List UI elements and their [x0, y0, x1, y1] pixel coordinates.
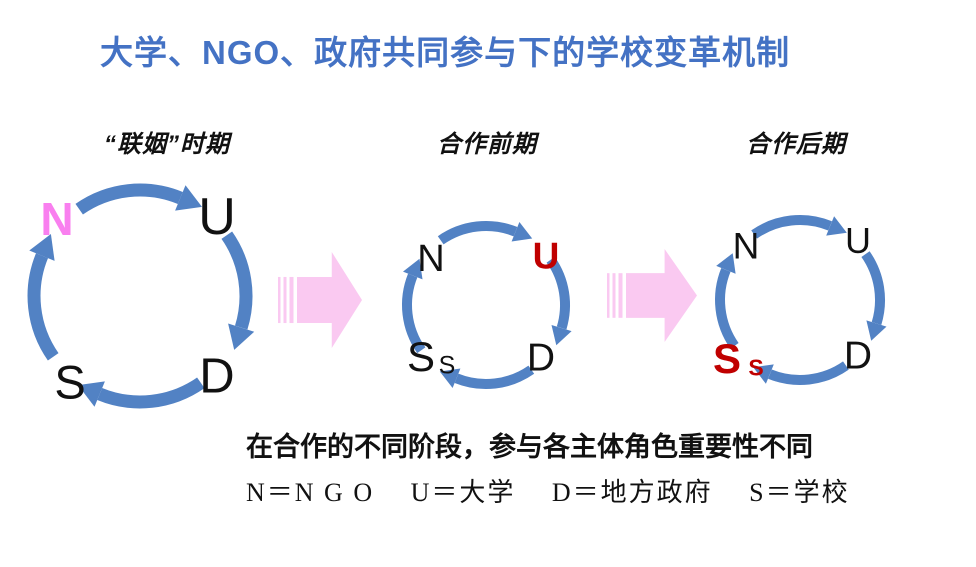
- cycle-arrow-left-phase1: [27, 253, 59, 361]
- transition-arrow-2-stripe-1: [607, 273, 610, 318]
- transition-arrow-1-stripe-3: [289, 276, 294, 324]
- transition-arrow-2-stripe-2: [612, 273, 616, 318]
- cycle-arrow-top-phase3: [751, 215, 832, 239]
- transition-arrow-2: [607, 249, 697, 342]
- phase-label-marriage-period: “联姻”时期: [104, 131, 230, 158]
- node-letter-university-phase3: U: [845, 220, 871, 261]
- caption-text: 在合作的不同阶段，参与各主体角色重要性不同: [246, 432, 813, 462]
- phase-label-early-cooperation: 合作前期: [437, 131, 537, 158]
- node-letter-government-phase2: D: [526, 336, 556, 380]
- node-letter-school-phase1: S: [54, 355, 86, 409]
- cycle-arrow-top-phase1: [75, 183, 183, 215]
- cycle-arrow-right-phase3: [861, 251, 885, 325]
- node-letter-school-phase3: S: [712, 335, 742, 382]
- cycle-arrow-top-phase3-head: [826, 216, 847, 236]
- node-letter-government-phase3: D: [843, 334, 873, 378]
- node-letter-university-phase2: U: [532, 235, 560, 277]
- page-title: 大学、NGO、政府共同参与下的学校变革机制: [100, 34, 791, 71]
- node-letter-school-small-phase3: S: [748, 354, 764, 381]
- transition-arrow-1-stripe-2: [283, 276, 287, 324]
- transition-arrow-1: [278, 252, 362, 348]
- transition-arrow-1-stripe-1: [278, 276, 281, 324]
- cycle-arrow-right-phase1-head: [228, 323, 255, 350]
- node-letter-government-phase1: D: [199, 349, 235, 404]
- node-letter-ngo-phase2: N: [417, 238, 445, 280]
- node-letter-school-small-phase2: S: [438, 351, 456, 380]
- node-letter-ngo-phase3: N: [732, 225, 760, 267]
- cycle-arrow-bottom-phase1: [97, 377, 205, 409]
- transition-arrow-2-body: [626, 249, 697, 342]
- legend-item-government: D＝地方政府: [551, 478, 713, 507]
- cycle-arrow-top-phase2-head: [511, 222, 533, 242]
- node-letter-university-phase1: U: [198, 188, 236, 246]
- cycle-arrow-bottom-phase3: [768, 361, 849, 385]
- node-letter-ngo-phase1: N: [40, 193, 74, 245]
- node-letter-school-phase2: S: [406, 333, 436, 380]
- transition-arrow-2-stripe-3: [618, 273, 623, 318]
- transition-arrow-1-body: [297, 252, 362, 348]
- legend-item-school: S＝学校: [749, 478, 850, 507]
- legend-item-university: U＝大学: [410, 478, 516, 507]
- cycle-arrow-bottom-phase2: [454, 365, 535, 389]
- legend-item-ngo: N＝N G O: [246, 478, 375, 507]
- legend: N＝N G O U＝大学 D＝地方政府 S＝学校: [246, 472, 880, 509]
- cycle-arrow-right-phase1: [221, 231, 253, 330]
- cycle-arrow-top-phase2: [437, 221, 518, 245]
- phase-label-late-cooperation: 合作后期: [746, 131, 846, 158]
